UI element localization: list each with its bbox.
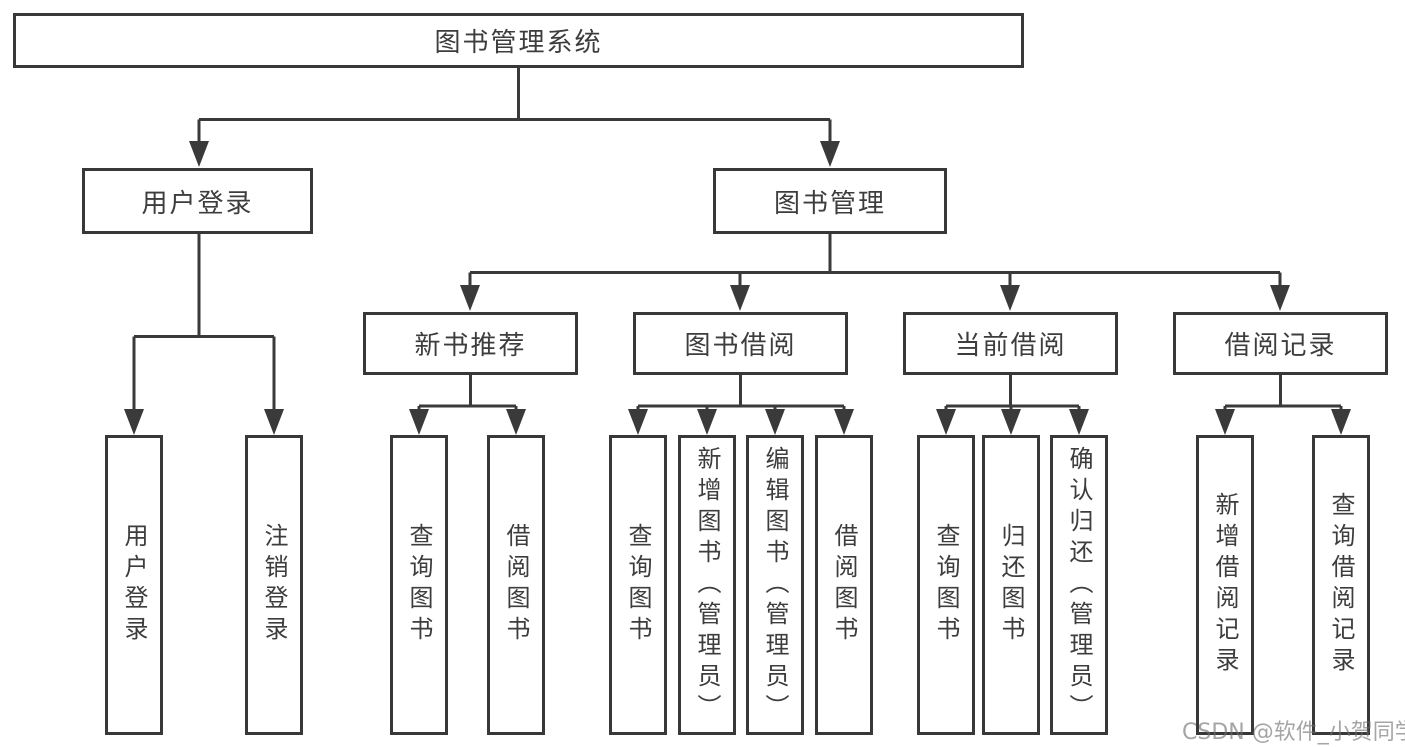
- node-book-borrow-label: 图书借阅: [684, 331, 797, 361]
- node-book-management: 图书管理: [713, 168, 947, 234]
- leaf-records-query-record-label: 查询借阅记录: [1327, 492, 1355, 678]
- leaf-current-query-book-label: 查询图书: [932, 523, 960, 647]
- leaf-current-query-book: 查询图书: [917, 435, 975, 735]
- node-user-login: 用户登录: [82, 168, 313, 234]
- node-borrow-records-label: 借阅记录: [1224, 331, 1337, 361]
- leaf-newbooks-borrow-book: 借阅图书: [487, 435, 545, 735]
- leaf-borrow-query-book-label: 查询图书: [624, 523, 652, 647]
- leaf-current-confirm-return-admin: 确认归还（管理员）: [1050, 435, 1108, 735]
- leaf-borrow-add-book-admin-label: 新增图书（管理员）: [693, 445, 721, 725]
- leaf-borrow-edit-book-admin-label: 编辑图书（管理员）: [761, 445, 789, 725]
- leaf-borrow-borrow-book: 借阅图书: [815, 435, 873, 735]
- node-root-label: 图书管理系统: [434, 28, 603, 58]
- node-current-borrow: 当前借阅: [903, 312, 1118, 375]
- leaf-records-add-record-label: 新增借阅记录: [1211, 492, 1239, 678]
- leaf-records-add-record: 新增借阅记录: [1196, 435, 1254, 735]
- node-new-book-recommend-label: 新书推荐: [414, 331, 527, 361]
- leaf-borrow-add-book-admin: 新增图书（管理员）: [678, 435, 736, 735]
- leaf-user-login: 用户登录: [105, 435, 163, 735]
- leaf-logout-label: 注销登录: [260, 523, 288, 647]
- connector-newbooks-branch: [409, 374, 526, 435]
- csdn-watermark: CSDN @软件_小贺同学: [1182, 720, 1405, 745]
- node-book-borrow: 图书借阅: [633, 312, 848, 375]
- node-root: 图书管理系统: [13, 13, 1024, 68]
- connector-current-branch: [936, 374, 1089, 435]
- leaf-current-return-book-label: 归还图书: [997, 523, 1025, 647]
- leaf-user-login-label: 用户登录: [120, 523, 148, 647]
- connector-root-to-level2: [189, 66, 840, 167]
- leaf-logout: 注销登录: [245, 435, 303, 735]
- leaf-borrow-borrow-book-label: 借阅图书: [830, 523, 858, 647]
- node-current-borrow-label: 当前借阅: [954, 331, 1067, 361]
- node-borrow-records: 借阅记录: [1173, 312, 1388, 375]
- leaf-newbooks-borrow-book-label: 借阅图书: [502, 523, 530, 647]
- node-new-book-recommend: 新书推荐: [363, 312, 578, 375]
- leaf-borrow-query-book: 查询图书: [609, 435, 667, 735]
- leaf-newbooks-query-book: 查询图书: [390, 435, 448, 735]
- leaf-current-confirm-return-admin-label: 确认归还（管理员）: [1065, 445, 1093, 725]
- leaf-newbooks-query-book-label: 查询图书: [405, 523, 433, 647]
- connector-login-branch: [124, 232, 284, 435]
- connector-borrow-branch: [628, 374, 854, 435]
- leaf-current-return-book: 归还图书: [982, 435, 1040, 735]
- node-book-management-label: 图书管理: [773, 188, 886, 219]
- leaf-records-query-record: 查询借阅记录: [1312, 435, 1370, 735]
- node-user-login-label: 用户登录: [141, 188, 254, 219]
- connector-records-branch: [1215, 374, 1351, 435]
- leaf-borrow-edit-book-admin: 编辑图书（管理员）: [746, 435, 804, 735]
- connector-bookmgmt-to-sections: [460, 232, 1290, 311]
